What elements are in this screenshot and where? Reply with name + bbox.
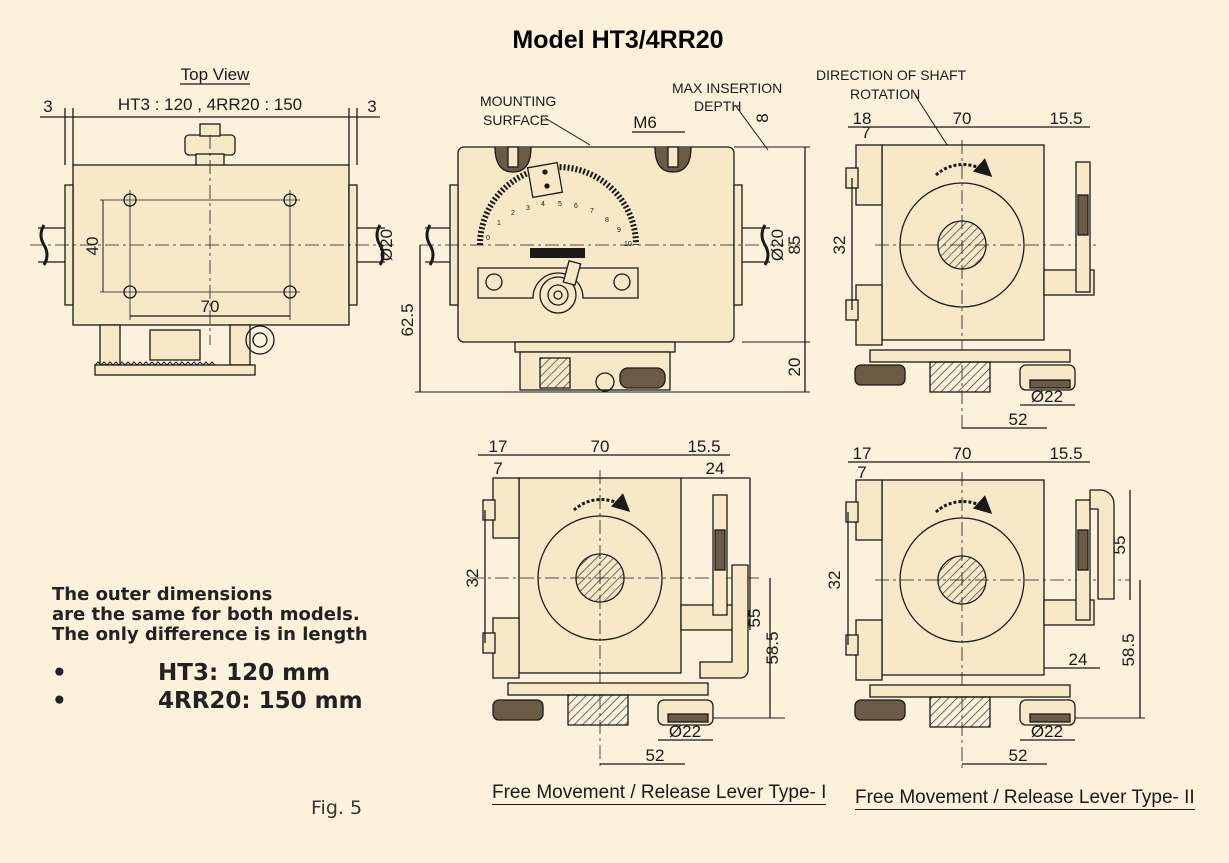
type2-dim-24: 24: [1069, 650, 1088, 669]
dial-number: 1: [497, 220, 501, 227]
mounting-label-2: SURFACE: [483, 112, 549, 128]
top-dim-width: 70: [201, 297, 220, 316]
type1-dim-7: 7: [493, 459, 502, 478]
insertion-label-1: MAX INSERTION: [672, 80, 782, 96]
dial-number: 9: [617, 227, 621, 234]
model-4rr20-length: 4RR20: 150 mm: [158, 688, 363, 714]
note-line: The outer dimensions: [52, 584, 273, 605]
bullet: •: [52, 660, 67, 686]
type2-dim-d22: Ø22: [1031, 722, 1063, 741]
type2-caption: Free Movement / Release Lever Type- II: [855, 787, 1195, 810]
type1-dim-15-5: 15.5: [687, 437, 720, 456]
top-dim-left: 3: [43, 97, 52, 116]
type1-dim-24: 24: [706, 459, 725, 478]
dial-number: 4: [541, 201, 545, 208]
dial-number: 3: [526, 205, 530, 212]
top-dim-right: 3: [367, 97, 376, 116]
type2-dim-15-5: 15.5: [1049, 444, 1082, 463]
top-dim-shaft: Ø20: [377, 229, 396, 261]
bullet: •: [52, 688, 67, 714]
side-dim-18: 18: [853, 109, 872, 128]
type2-dim-55: 55: [1110, 536, 1129, 555]
side-view: DIRECTION OF SHAFT ROTATION 18 7 70 15.5…: [816, 67, 1100, 430]
front-dim-height: 85: [785, 236, 804, 255]
side-dim-32: 32: [830, 236, 849, 255]
type1-dim-55: 55: [745, 609, 764, 628]
type2-dim-52: 52: [1009, 746, 1028, 765]
side-dim-15-5: 15.5: [1049, 109, 1082, 128]
dial-number: 0: [486, 235, 490, 242]
model-ht3-length: HT3: 120 mm: [158, 660, 331, 686]
dial-number: 7: [590, 208, 594, 215]
type1-dim-32: 32: [463, 569, 482, 588]
dial-number: 2: [511, 210, 515, 217]
dial-number: 6: [574, 203, 578, 210]
front-dim-shaft: Ø20: [768, 229, 787, 261]
side-dim-7: 7: [861, 123, 870, 142]
front-dim-depth: 8: [753, 113, 772, 122]
insertion-label-2: DEPTH: [694, 98, 741, 114]
type1-dim-d22: Ø22: [669, 722, 701, 741]
dial-number: 10: [624, 241, 632, 248]
side-dim-52: 52: [1009, 410, 1028, 429]
type1-caption: Free Movement / Release Lever Type- I: [492, 782, 827, 805]
type1-dim-70: 70: [591, 437, 610, 456]
side-dim-d22: Ø22: [1031, 387, 1063, 406]
note-line: The only difference is in length: [52, 624, 368, 645]
dial-number: 8: [605, 217, 609, 224]
type2-dim-7: 7: [857, 463, 866, 482]
front-view: MOUNTING SURFACE MAX INSERTION DEPTH M6 …: [398, 80, 810, 393]
type1-dim-17: 17: [489, 437, 508, 456]
note-line: are the same for both models.: [52, 604, 360, 625]
type2-dim-32: 32: [825, 571, 844, 590]
direction-label-2: ROTATION: [850, 86, 920, 102]
dial-scale: 0 1 2 3 4 5 6 7 8 9 10: [486, 201, 632, 248]
top-dim-length: HT3 : 120 , 4RR20 : 150: [118, 95, 302, 114]
top-dim-height: 40: [83, 237, 102, 256]
dial-number: 5: [558, 201, 562, 208]
type2-dim-17: 17: [853, 444, 872, 463]
type2-dim-70: 70: [953, 444, 972, 463]
type2-dim-58-5: 58.5: [1119, 633, 1138, 666]
front-dim-center: 62.5: [398, 303, 417, 336]
type1-dim-52: 52: [646, 746, 665, 765]
figure-label: Fig. 5: [311, 797, 363, 819]
front-dim-base: 20: [785, 358, 804, 377]
direction-label-1: DIRECTION OF SHAFT: [816, 67, 967, 83]
front-dim-thread: M6: [633, 113, 657, 132]
type1-view: 17 7 70 15.5 24 32 55 58.5 Ø22 52: [463, 437, 785, 770]
dimension-note: The outer dimensions are the same for bo…: [52, 585, 368, 645]
mounting-label-1: MOUNTING: [480, 93, 556, 109]
main-title: Model HT3/4RR20: [512, 26, 723, 54]
top-view: Top View 3 3 HT3 : 120 , 4RR20 : 150: [30, 65, 396, 376]
top-view-label: Top View: [181, 65, 250, 84]
type2-view: 17 7 70 15.5 32 55 24 58.5 Ø22 52: [825, 444, 1145, 770]
side-dim-70: 70: [953, 109, 972, 128]
type1-dim-58-5: 58.5: [763, 631, 782, 664]
